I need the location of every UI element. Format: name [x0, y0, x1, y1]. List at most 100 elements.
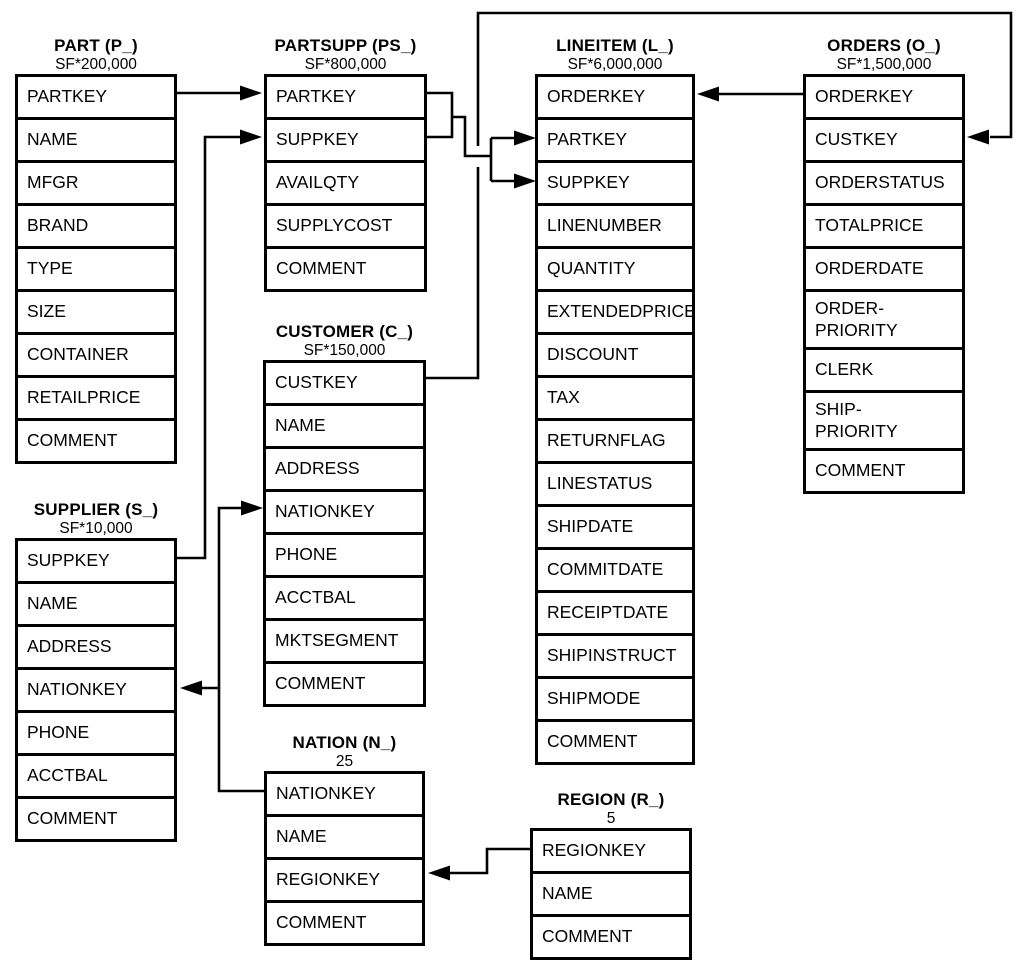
table-title: NATION (N_) [292, 733, 397, 753]
table-header: CUSTOMER (C_) SF*150,000 [263, 317, 426, 360]
column-comment: COMMENT [533, 914, 689, 957]
table-cardinality: SF*10,000 [59, 519, 133, 537]
column-name: NAME [533, 871, 689, 914]
column-shipmode: SHIPMODE [538, 676, 692, 719]
column-comment: COMMENT [267, 900, 422, 943]
column-address: ADDRESS [266, 446, 423, 489]
table-title: REGION (R_) [557, 790, 665, 810]
column-shipinstruct: SHIPINSTRUCT [538, 633, 692, 676]
table-header: PART (P_) SF*200,000 [15, 31, 177, 74]
column-comment: COMMENT [267, 246, 424, 289]
fk-partsupp-lineitem [424, 91, 536, 189]
column-brand: BRAND [18, 203, 174, 246]
column-linenumber: LINENUMBER [538, 203, 692, 246]
arrowhead [241, 500, 263, 516]
fk-region-nation [428, 847, 532, 881]
column-availqty: AVAILQTY [267, 160, 424, 203]
table-cardinality: 5 [606, 809, 616, 827]
column-comment: COMMENT [18, 418, 174, 461]
column-mfgr: MFGR [18, 160, 174, 203]
column-nationkey: NATIONKEY [18, 667, 174, 710]
column-partkey: PARTKEY [276, 86, 357, 107]
column-linestatus: LINESTATUS [538, 461, 692, 504]
column-suppkey: SUPPKEY [267, 117, 424, 160]
table-title: PART (P_) [54, 36, 138, 56]
column-suppkey: SUPPKEY [538, 160, 692, 203]
column-name: NAME [267, 814, 422, 857]
column-phone: PHONE [18, 710, 174, 753]
column-comment: COMMENT [266, 661, 423, 704]
column-acctbal: ACCTBAL [18, 753, 174, 796]
arrowhead [240, 129, 262, 145]
column-extendedprice: EXTENDEDPRICE [538, 289, 696, 332]
column-commitdate: COMMITDATE [538, 547, 692, 590]
table-cardinality: SF*6,000,000 [567, 55, 663, 73]
column-clerk: CLERK [806, 347, 962, 390]
table-title: PARTSUPP (PS_) [274, 36, 417, 56]
column-quantity: QUANTITY [538, 246, 692, 289]
arrowhead [967, 129, 989, 145]
table-lineitem: LINEITEM (L_) SF*6,000,000 ORDERKEY PARTK… [535, 31, 696, 765]
table-cardinality: SF*200,000 [55, 55, 137, 73]
column-comment: COMMENT [806, 448, 962, 491]
column-name: NAME [18, 117, 174, 160]
table-header: PARTSUPP (PS_) SF*800,000 [264, 31, 427, 74]
table-title: CUSTOMER (C_) [275, 322, 414, 342]
column-receiptdate: RECEIPTDATE [538, 590, 692, 633]
column-shippriority: SHIP- PRIORITY [806, 390, 962, 448]
column-totalprice: TOTALPRICE [806, 203, 962, 246]
column-partkey: PARTKEY [538, 117, 692, 160]
column-orderdate: ORDERDATE [806, 246, 962, 289]
column-orderkey: ORDERKEY [815, 86, 914, 107]
fk-part-partsupp [175, 85, 262, 101]
table-header: LINEITEM (L_) SF*6,000,000 [535, 31, 695, 74]
fk-customer-orders [423, 11, 1013, 380]
column-phone: PHONE [266, 532, 423, 575]
column-size: SIZE [18, 289, 174, 332]
table-header: NATION (N_) 25 [264, 728, 425, 771]
table-partsupp: PARTSUPP (PS_) SF*800,000 PARTKEY SUPPKEY… [264, 31, 427, 292]
arrowhead [180, 680, 202, 696]
table-header: SUPPLIER (S_) SF*10,000 [15, 495, 177, 538]
arrowhead [514, 130, 536, 146]
column-partkey: PARTKEY [27, 86, 108, 107]
column-custkey: CUSTKEY [275, 372, 358, 393]
column-nationkey: NATIONKEY [276, 783, 376, 804]
column-address: ADDRESS [18, 624, 174, 667]
arrowhead [428, 865, 450, 881]
table-cardinality: SF*1,500,000 [836, 55, 932, 73]
column-comment: COMMENT [18, 796, 174, 839]
table-cardinality: SF*150,000 [303, 341, 386, 359]
column-regionkey: REGIONKEY [267, 857, 422, 900]
column-acctbal: ACCTBAL [266, 575, 423, 618]
column-regionkey: REGIONKEY [542, 840, 647, 861]
column-container: CONTAINER [18, 332, 174, 375]
fk-supplier-partsupp [175, 129, 262, 560]
column-name: NAME [266, 403, 423, 446]
column-type: TYPE [18, 246, 174, 289]
arrowhead [697, 86, 719, 102]
arrowhead [514, 173, 536, 189]
column-name: NAME [18, 581, 174, 624]
column-mktsegment: MKTSEGMENT [266, 618, 423, 661]
column-discount: DISCOUNT [538, 332, 692, 375]
column-orderpriority: ORDER- PRIORITY [806, 289, 962, 347]
table-header: REGION (R_) 5 [530, 785, 692, 828]
column-orderkey: ORDERKEY [547, 86, 646, 107]
arrowhead [240, 85, 262, 101]
column-custkey: CUSTKEY [806, 117, 962, 160]
column-retailprice: RETAILPRICE [18, 375, 174, 418]
